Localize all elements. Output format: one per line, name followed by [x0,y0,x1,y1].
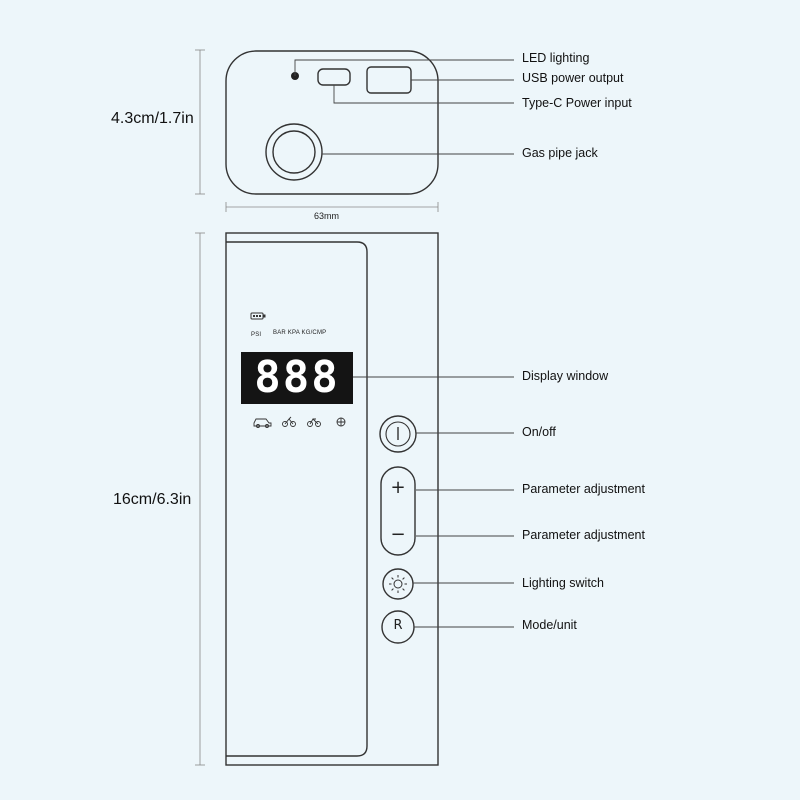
bicycle-icon [307,418,321,427]
dim-body-height-label: 16cm/6.3in [113,491,192,508]
display-digits: 888 [254,352,340,403]
lighting-switch-button[interactable] [382,568,414,600]
gas-jack-outer [265,123,323,181]
psi-unit-label: PSI [251,332,262,338]
label-mode-unit: Mode/unit [522,618,577,632]
dim-width-label: 63mm [314,211,340,221]
led-leader [294,59,514,76]
label-gas-jack: Gas pipe jack [522,146,598,160]
label-usb-output: USB power output [522,71,624,85]
label-display-window: Display window [522,369,609,383]
buttons [379,415,417,644]
label-typec-input: Type-C Power input [522,96,632,110]
dimension-lines [195,49,439,766]
power-button[interactable] [379,415,417,453]
label-lighting-switch: Lighting switch [522,576,604,590]
front-view [225,232,439,766]
top-view-outline [225,50,439,195]
gas-jack-inner [272,130,316,174]
motorcycle-icon [282,416,296,427]
power-button-ring [385,421,411,447]
label-param-minus: Parameter adjustment [522,528,645,542]
display-window [241,352,353,404]
label-onoff: On/off [522,425,556,439]
minus-icon: − [390,524,406,545]
usb-port [366,66,412,94]
front-panel-inner [226,241,368,757]
callout-lines [294,59,514,628]
type-c-port [317,68,351,86]
other-units-label: BAR KPA KG/CMP [273,330,327,336]
vehicle-mode-icons [253,416,346,428]
parameter-adjust-button[interactable] [380,466,416,556]
plus-icon: + [390,477,406,498]
ball-icon [336,417,346,427]
front-view-outline [225,232,439,766]
top-view [225,50,439,195]
label-led-lighting: LED lighting [522,51,590,65]
label-param-plus: Parameter adjustment [522,482,645,496]
sun-icon [389,575,407,593]
typec-leader [333,85,514,104]
mode-icon: R [393,618,403,633]
battery-icon [250,312,266,320]
dim-top-height-label: 4.3cm/1.7in [111,110,194,127]
car-icon [253,418,272,428]
